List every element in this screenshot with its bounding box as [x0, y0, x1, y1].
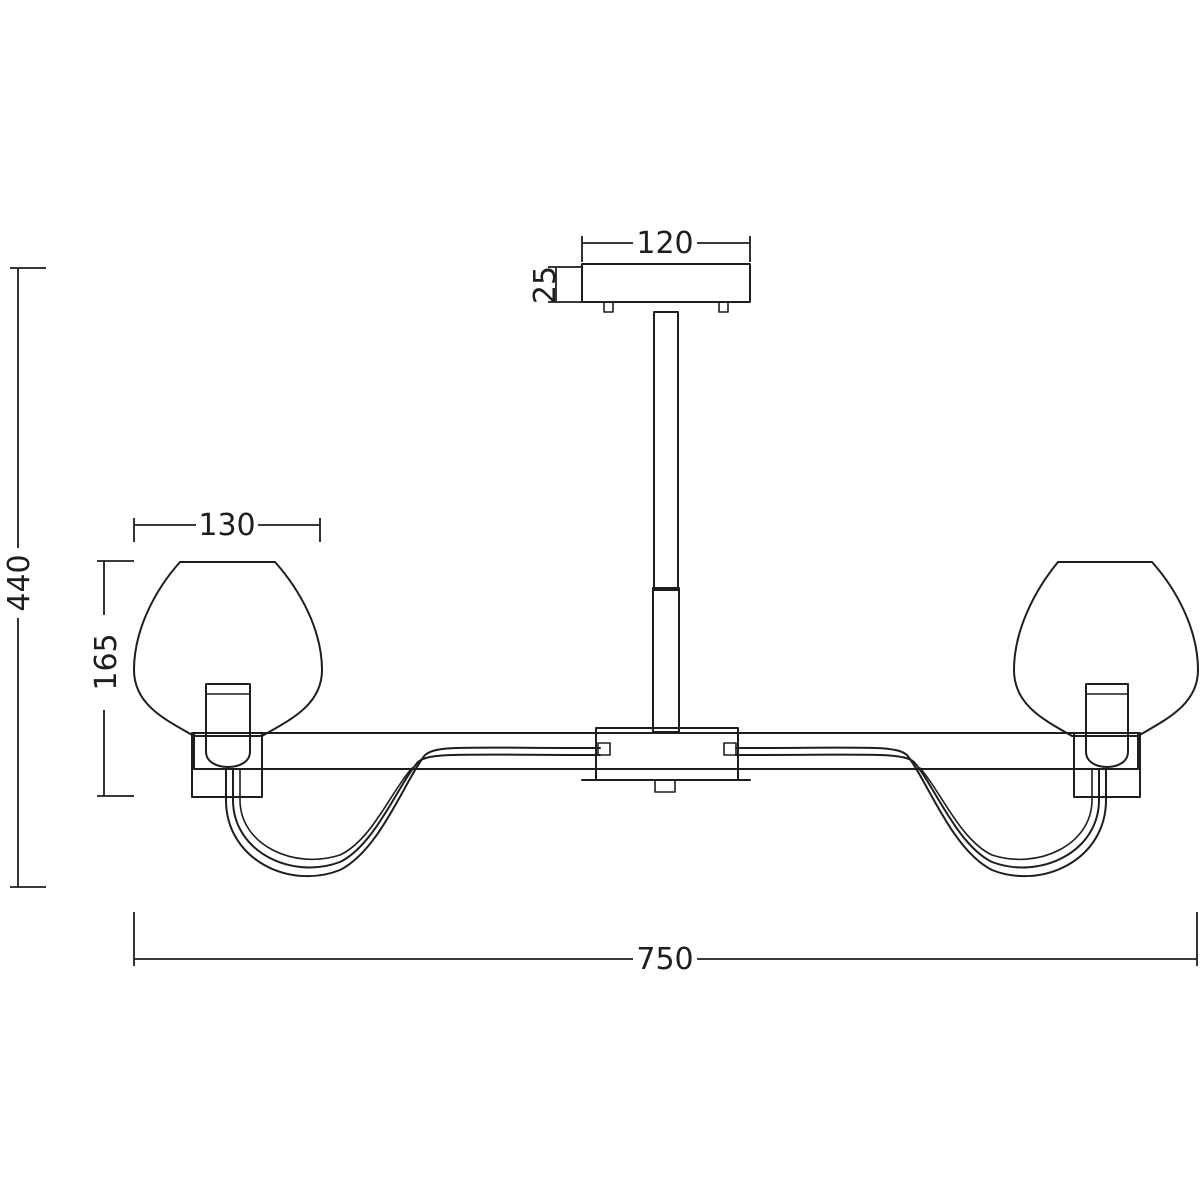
width-label: 750: [636, 942, 693, 977]
left-glass-shade: [133, 561, 323, 737]
canopy-height-label: 25: [528, 266, 563, 304]
shade-height-label: 165: [89, 633, 124, 690]
left-cup: [191, 732, 263, 798]
height-label: 440: [2, 554, 37, 611]
stem: [652, 311, 680, 793]
ceiling-canopy: [581, 263, 751, 313]
arm-bar: [193, 732, 1139, 770]
left-lamp: [133, 561, 323, 798]
canopy-width-dimension: 120: [581, 226, 751, 262]
canopy-height-dimension: 25: [528, 266, 582, 304]
right-glass-shade: [1013, 561, 1199, 737]
right-cup: [1073, 732, 1141, 798]
right-socket: [1085, 683, 1129, 768]
left-socket: [205, 683, 251, 768]
right-curved-arm: [735, 746, 1107, 878]
left-curved-arm: [225, 746, 601, 878]
width-dimension: 750: [133, 912, 1198, 977]
shade-width-dimension: 130: [133, 508, 321, 543]
shade-height-dimension: 165: [89, 560, 134, 797]
height-dimension: 440: [2, 267, 46, 888]
canopy-width-label: 120: [636, 226, 693, 261]
right-lamp: [1013, 561, 1199, 798]
shade-width-label: 130: [198, 508, 255, 543]
center-hub: [581, 727, 751, 781]
